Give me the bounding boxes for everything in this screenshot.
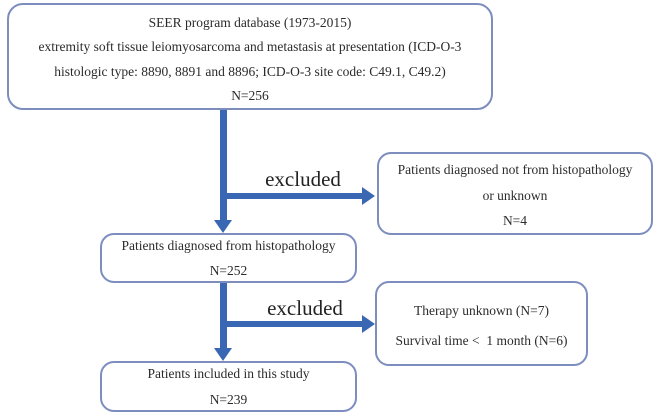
arrow-down-1-shaft [220,110,227,220]
excluded-label-1: excluded [265,167,341,191]
excluded-box-2-line-1: Therapy unknown (N=7) [413,302,550,318]
seer-box-line-2: extremity soft tissue leiomyosarcoma and… [38,39,462,54]
arrow-down-2-head [214,348,232,361]
middle-box-line-1: Patients diagnosed from histopathology [121,237,336,253]
excluded-box-1-line-1: Patients diagnosed not from histopatholo… [397,162,633,178]
arrow-right-excluded-1-head [362,187,375,205]
box-excluded-therapy-survival: Therapy unknown (N=7) Survival time < 1 … [375,281,588,366]
middle-box-count: N=252 [209,263,248,278]
excluded-box-1-line-2: or unknown [482,187,548,203]
seer-box-line-1: SEER program database (1973-2015) [148,14,352,30]
seer-box-count: N=256 [231,88,269,103]
arrow-down-1-head [214,220,232,233]
arrow-right-excluded-2-head [362,315,375,333]
arrow-right-excluded-1-shaft [223,193,362,199]
excluded-box-2-line-2: Survival time < 1 month (N=6) [395,332,568,348]
box-excluded-not-histopathology: Patients diagnosed not from histopatholo… [377,152,653,235]
excluded-box-1-count: N=4 [502,213,528,229]
arrow-right-excluded-2-shaft [223,321,362,327]
bottom-box-line-1: Patients included in this study [147,366,310,381]
box-seer-database: SEER program database (1973-2015) extrem… [7,3,493,110]
bottom-box-count: N=239 [209,391,248,407]
excluded-label-2: excluded [267,296,343,320]
box-diagnosed-histopathology: Patients diagnosed from histopathology N… [100,233,357,283]
arrow-down-2-shaft [220,283,227,348]
box-included-in-study: Patients included in this study N=239 [100,361,357,412]
seer-box-line-3: histologic type: 8890, 8891 and 8896; IC… [54,63,446,79]
